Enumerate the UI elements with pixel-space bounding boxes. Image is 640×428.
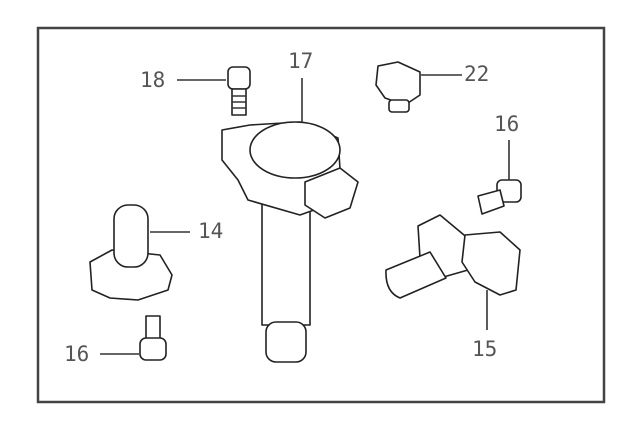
callout-16-left: 16 xyxy=(64,342,90,366)
callout-17: 17 xyxy=(288,49,314,73)
part-17-ignition-coil xyxy=(221,78,359,363)
part-16-bolt-right xyxy=(477,140,522,215)
part-14-sensor xyxy=(89,204,190,301)
callout-18: 18 xyxy=(140,68,166,92)
callout-16-right: 16 xyxy=(494,112,520,136)
part-22-sensor xyxy=(375,61,462,113)
callout-14: 14 xyxy=(198,219,224,243)
part-16-bolt-left xyxy=(100,315,167,361)
part-18-bolt xyxy=(177,66,251,116)
callout-22: 22 xyxy=(464,62,490,86)
callout-15: 15 xyxy=(472,337,498,361)
part-15-sensor xyxy=(385,214,521,330)
diagram-frame xyxy=(36,26,606,404)
